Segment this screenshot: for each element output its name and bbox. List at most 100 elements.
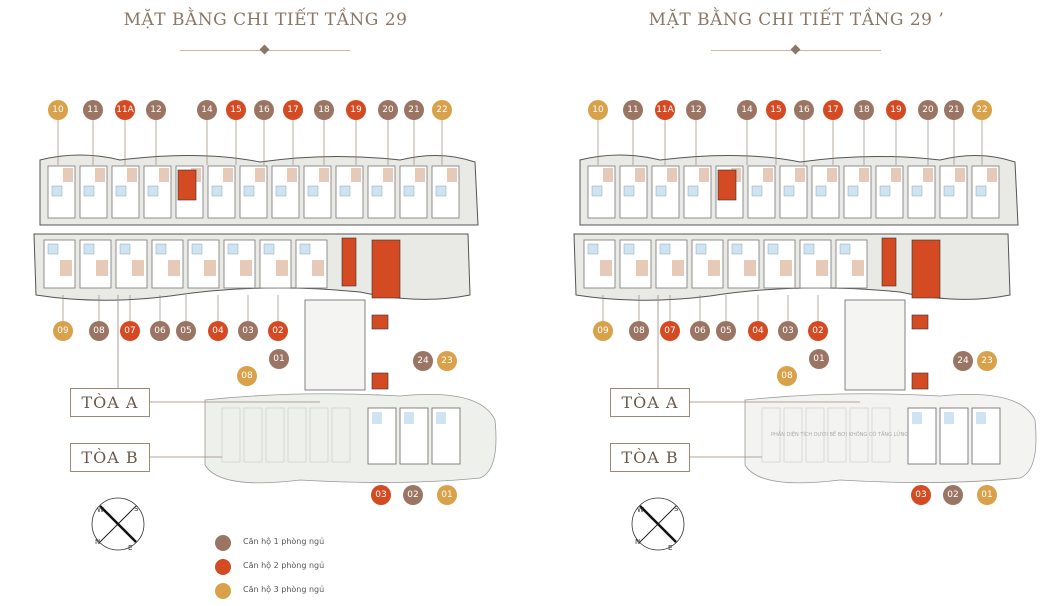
- bathroom-block: [839, 243, 851, 255]
- bathroom-block: [731, 243, 743, 255]
- unit-marker-tower-b: 02: [403, 485, 423, 505]
- stair-core: [371, 239, 401, 299]
- stair-core: [371, 314, 389, 330]
- unit-marker-tower-b: 02: [943, 485, 963, 505]
- kitchen-block: [744, 260, 756, 276]
- unit-marker-tower-b: 03: [911, 485, 931, 505]
- unit-marker-core: 01: [809, 349, 829, 369]
- bathroom-block: [659, 243, 671, 255]
- bathroom-block: [975, 185, 987, 197]
- kitchen-block: [255, 168, 265, 182]
- unit-marker-top: 19: [346, 100, 366, 120]
- tower-a-label: TÒA A: [610, 388, 690, 417]
- unit-marker-bottom: 03: [238, 321, 258, 341]
- kitchen-block: [600, 260, 612, 276]
- bathroom-block: [623, 185, 635, 197]
- unit-marker-core: 23: [977, 351, 997, 371]
- unit-marker-bottom: 09: [53, 321, 73, 341]
- bathroom-block: [687, 185, 699, 197]
- central-core: [304, 299, 366, 391]
- kitchen-block: [672, 260, 684, 276]
- unit-marker-top: 12: [686, 100, 706, 120]
- bathroom-block: [847, 185, 859, 197]
- unit-marker-top: 10: [588, 100, 608, 120]
- unit-marker-top: 11A: [655, 100, 675, 120]
- bathroom-block: [339, 185, 351, 197]
- stair-core: [911, 314, 929, 330]
- unit-marker-tower-b: 03: [371, 485, 391, 505]
- bathroom-block: [275, 185, 287, 197]
- bathroom-block: [115, 185, 127, 197]
- stair-core: [371, 372, 389, 390]
- compass-needle: [99, 505, 137, 543]
- unit-marker-bottom: 06: [150, 321, 170, 341]
- bathroom-block: [47, 243, 59, 255]
- kitchen-block: [63, 168, 73, 182]
- kitchen-block: [415, 168, 425, 182]
- kitchen-block: [852, 260, 864, 276]
- unit-marker-bottom: 06: [690, 321, 710, 341]
- kitchen-block: [891, 168, 901, 182]
- unit-marker-top: 11: [623, 100, 643, 120]
- plan-title: MẶT BẰNG CHI TIẾT TẦNG 29: [123, 10, 408, 30]
- unit-marker-bottom: 02: [808, 321, 828, 341]
- bathroom-block: [912, 412, 922, 424]
- kitchen-block: [923, 168, 933, 182]
- unit-marker-top: 19: [886, 100, 906, 120]
- unit-marker-top: 15: [766, 100, 786, 120]
- bathroom-block: [943, 185, 955, 197]
- tower-b-faded-unit: [265, 407, 285, 463]
- tower-b-faded-unit: [331, 407, 351, 463]
- kitchen-block: [699, 168, 709, 182]
- stair-core: [177, 169, 197, 201]
- bathroom-block: [263, 243, 275, 255]
- kitchen-block: [795, 168, 805, 182]
- unit-marker-top: 20: [918, 100, 938, 120]
- unit-marker-top: 21: [944, 100, 964, 120]
- bathroom-block: [155, 243, 167, 255]
- pool-note: PHẦN DIỆN TÍCH DƯỚI BỂ BƠI KHÔNG CÓ TẦNG…: [771, 432, 909, 438]
- compass-ring: [631, 497, 685, 551]
- kitchen-block: [127, 168, 137, 182]
- unit-marker-core: 08: [777, 366, 797, 386]
- kitchen-block: [780, 260, 792, 276]
- unit-marker-bottom: 04: [748, 321, 768, 341]
- kitchen-block: [96, 260, 108, 276]
- unit-marker-core: 08: [237, 366, 257, 386]
- bathroom-block: [404, 412, 414, 424]
- unit-marker-bottom: 05: [716, 321, 736, 341]
- stair-core: [911, 372, 929, 390]
- bathroom-block: [435, 185, 447, 197]
- unit-marker-bottom: 02: [268, 321, 288, 341]
- floor-plan-drawing: [573, 120, 1037, 551]
- kitchen-block: [287, 168, 297, 182]
- compass-letter-e: E: [128, 544, 133, 552]
- kitchen-block: [636, 260, 648, 276]
- kitchen-block: [447, 168, 457, 182]
- unit-marker-core: 01: [269, 349, 289, 369]
- bathroom-block: [307, 185, 319, 197]
- bathroom-block: [751, 185, 763, 197]
- bathroom-block: [51, 185, 63, 197]
- tower-b-label: TÒA B: [610, 443, 690, 472]
- stair-core: [341, 237, 357, 287]
- kitchen-block: [60, 260, 72, 276]
- central-core: [844, 299, 906, 391]
- unit-marker-top: 14: [737, 100, 757, 120]
- compass-needle: [639, 505, 677, 543]
- tower-a-label: TÒA A: [70, 388, 150, 417]
- unit-marker-top: 12: [146, 100, 166, 120]
- unit-marker-top: 17: [823, 100, 843, 120]
- kitchen-block: [635, 168, 645, 182]
- kitchen-block: [319, 168, 329, 182]
- compass-letter-s: S: [134, 505, 139, 513]
- unit-marker-core: 24: [953, 351, 973, 371]
- kitchen-block: [987, 168, 997, 182]
- tower-b-faded-unit: [309, 407, 329, 463]
- compass-ring: [91, 497, 145, 551]
- unit-marker-bottom: 09: [593, 321, 613, 341]
- bathroom-block: [911, 185, 923, 197]
- unit-marker-bottom: 05: [176, 321, 196, 341]
- unit-marker-bottom: 08: [629, 321, 649, 341]
- unit-marker-top: 18: [854, 100, 874, 120]
